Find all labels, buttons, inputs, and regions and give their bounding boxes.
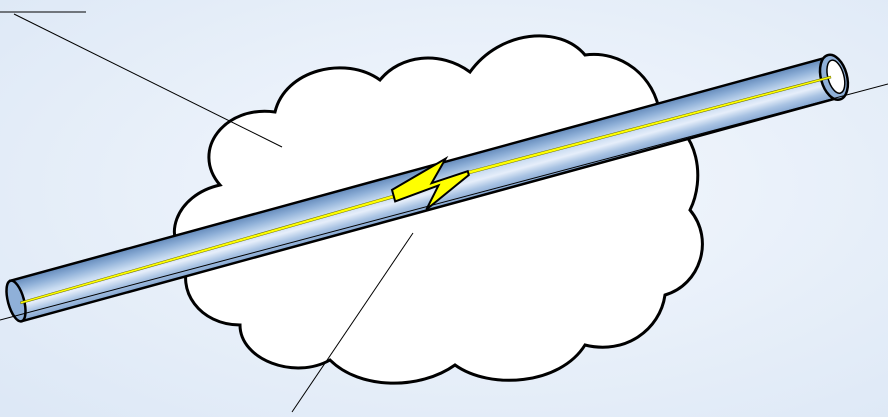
tube-axis-line xyxy=(0,83,888,321)
leader-line-cloud xyxy=(13,13,283,148)
tube xyxy=(5,53,850,323)
lightning-bolt-icon xyxy=(390,155,470,211)
leader-line-bolt xyxy=(291,232,414,413)
cloud-shape xyxy=(172,34,704,385)
tube-left-cap xyxy=(5,279,27,323)
